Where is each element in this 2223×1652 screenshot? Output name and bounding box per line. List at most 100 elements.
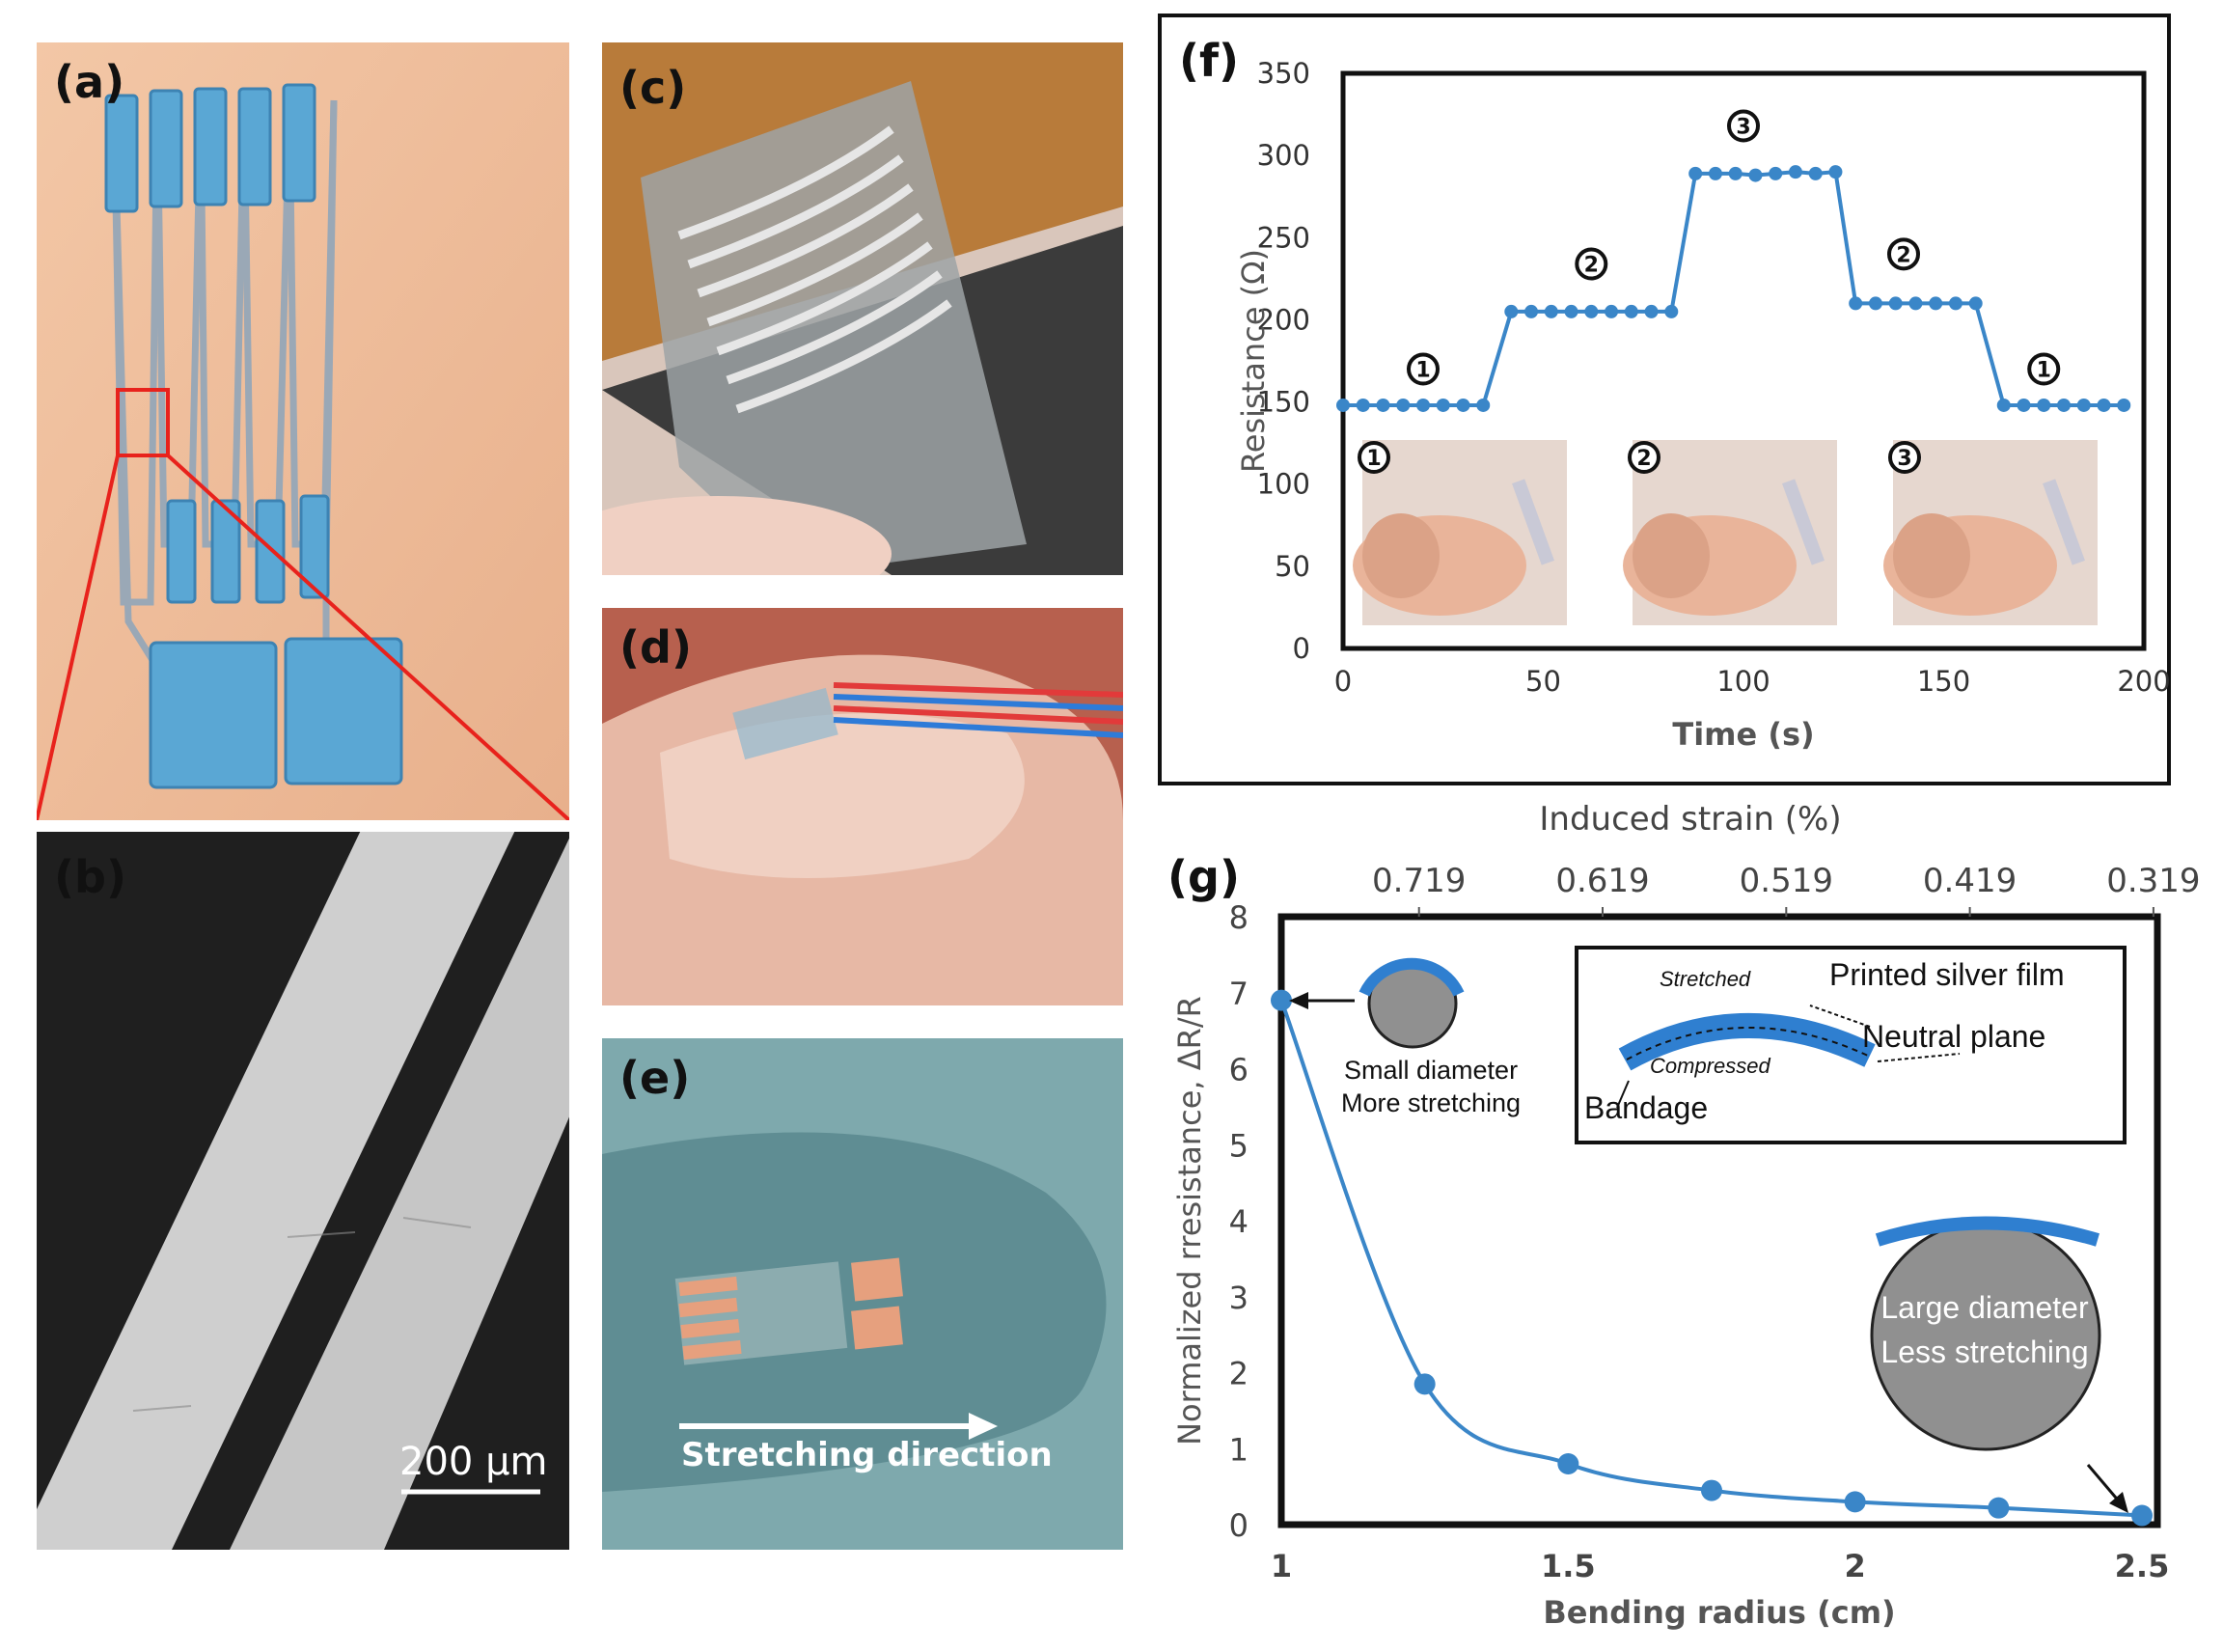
plot-g-frame — [1277, 913, 2161, 1528]
f-ytick-label: 150 — [1257, 386, 1310, 419]
panel-f-tag: (f) — [1179, 35, 1240, 87]
photo-marker-label: 2 — [1636, 447, 1651, 471]
f-point — [2076, 398, 2091, 412]
level-marker-label: 1 — [1415, 359, 1430, 383]
g-xtick-label: 2 — [1845, 1548, 1866, 1584]
f-xtick-label: 150 — [1917, 665, 1970, 698]
f-ytick-label: 100 — [1257, 468, 1310, 501]
panel-b: (b) 200 µm — [37, 832, 569, 1550]
wrist-photo-1 — [1353, 440, 1567, 625]
scale-bar-label: 200 µm — [399, 1440, 548, 1484]
f-point — [2117, 398, 2131, 412]
f-point — [1688, 166, 1703, 180]
f-point — [1436, 398, 1450, 412]
f-point — [1376, 398, 1390, 412]
f-point — [1605, 304, 1619, 318]
f-point — [1664, 304, 1679, 318]
photo-marker-circle — [1628, 441, 1660, 474]
legend-stretched: Stretched — [1660, 967, 1751, 991]
f-xtick-label: 100 — [1716, 665, 1770, 698]
legend-film: Printed silver film — [1829, 957, 2065, 992]
photo-marker-circle — [1888, 441, 1921, 474]
f-xlabel: Time (s) — [1672, 716, 1814, 753]
g-ytick-label: 3 — [1229, 1280, 1249, 1316]
f-xtick-label: 50 — [1525, 665, 1561, 698]
wrist-photo-3 — [1883, 440, 2098, 625]
sem-image — [37, 832, 569, 1550]
g-point — [1988, 1497, 2010, 1519]
f-point — [1644, 304, 1659, 318]
g-ytick-label: 8 — [1229, 899, 1249, 936]
g-ylabel: Normalized rresistance, ΔR/R — [1171, 996, 1208, 1446]
f-xtick-label: 0 — [1334, 665, 1352, 698]
photo-marker-label: 3 — [1897, 447, 1911, 471]
panel-a-tag: (a) — [54, 56, 125, 108]
panel-b-tag: (b) — [54, 851, 126, 903]
f-point — [2037, 398, 2051, 412]
f-point — [1624, 304, 1638, 318]
cylinder-photo — [602, 42, 1123, 575]
g-top-xtick-label: 0.719 — [1372, 862, 1466, 900]
g-top-xlabel: Induced strain (%) — [1539, 801, 1841, 839]
level-marker-circle — [1727, 109, 1760, 143]
legend-bandage: Bandage — [1584, 1090, 1709, 1125]
f-series-line — [1343, 170, 2125, 407]
f-point — [1808, 166, 1823, 180]
panel-e-tag: (e) — [619, 1052, 691, 1104]
g-ytick-label: 2 — [1229, 1356, 1249, 1392]
f-point — [1908, 296, 1923, 311]
sensor-illustration-a — [37, 42, 569, 820]
g-ytick-label: 7 — [1229, 976, 1249, 1012]
wrist-photo-2 — [1623, 440, 1837, 625]
f-point — [1524, 304, 1539, 318]
panel-c-tag: (c) — [619, 62, 687, 114]
zoom-box — [116, 388, 170, 457]
g-ytick-label: 1 — [1229, 1431, 1249, 1468]
f-point — [1849, 296, 1863, 311]
f-point — [1888, 296, 1903, 311]
g-ytick-label: 4 — [1229, 1203, 1249, 1240]
elbow-photo — [602, 1038, 1123, 1550]
legend-compressed: Compressed — [1650, 1054, 1770, 1078]
f-point — [2097, 398, 2111, 412]
f-point — [1929, 296, 1943, 311]
small-diameter-label: Small diameter More stretching — [1341, 1056, 1522, 1117]
g-ytick-label: 0 — [1229, 1507, 1249, 1544]
g-top-xtick-label: 0.619 — [1555, 862, 1649, 900]
large-diameter-inset — [1870, 1216, 2128, 1513]
panel-g-tag: (g) — [1167, 851, 1240, 903]
level-marker-circle — [2027, 352, 2061, 386]
plot-f-frame — [1340, 70, 2147, 651]
f-ytick-label: 0 — [1293, 632, 1310, 665]
level-marker-circle — [1887, 237, 1920, 271]
photo-marker-label: 1 — [1366, 447, 1381, 471]
g-top-xtick-label: 0.519 — [1740, 862, 1833, 900]
f-point — [1396, 398, 1411, 412]
f-point — [2057, 398, 2071, 412]
g-point — [2131, 1504, 2153, 1527]
photo-marker-circle — [1358, 441, 1390, 474]
f-ytick-label: 250 — [1257, 221, 1310, 254]
g-xtick-label: 2.5 — [2115, 1548, 2170, 1584]
f-xtick-label: 200 — [2117, 665, 2170, 698]
panel-a: (a) — [37, 42, 569, 820]
f-point — [1748, 168, 1763, 182]
f-point — [1336, 398, 1350, 412]
level-marker-circle — [1407, 352, 1440, 386]
g-top-xtick-label: 0.319 — [2106, 862, 2200, 900]
bending-legend — [1575, 946, 2127, 1144]
f-point — [1476, 398, 1491, 412]
f-ytick-label: 300 — [1257, 139, 1310, 172]
g-xtick-label: 1 — [1271, 1548, 1292, 1584]
f-point — [1996, 398, 2011, 412]
f-point — [1564, 304, 1578, 318]
g-xtick-label: 1.5 — [1541, 1548, 1596, 1584]
f-point — [1356, 398, 1370, 412]
f-point — [1728, 166, 1743, 180]
panel-f-frame — [1158, 14, 2171, 785]
g-ytick-label: 6 — [1229, 1052, 1249, 1088]
